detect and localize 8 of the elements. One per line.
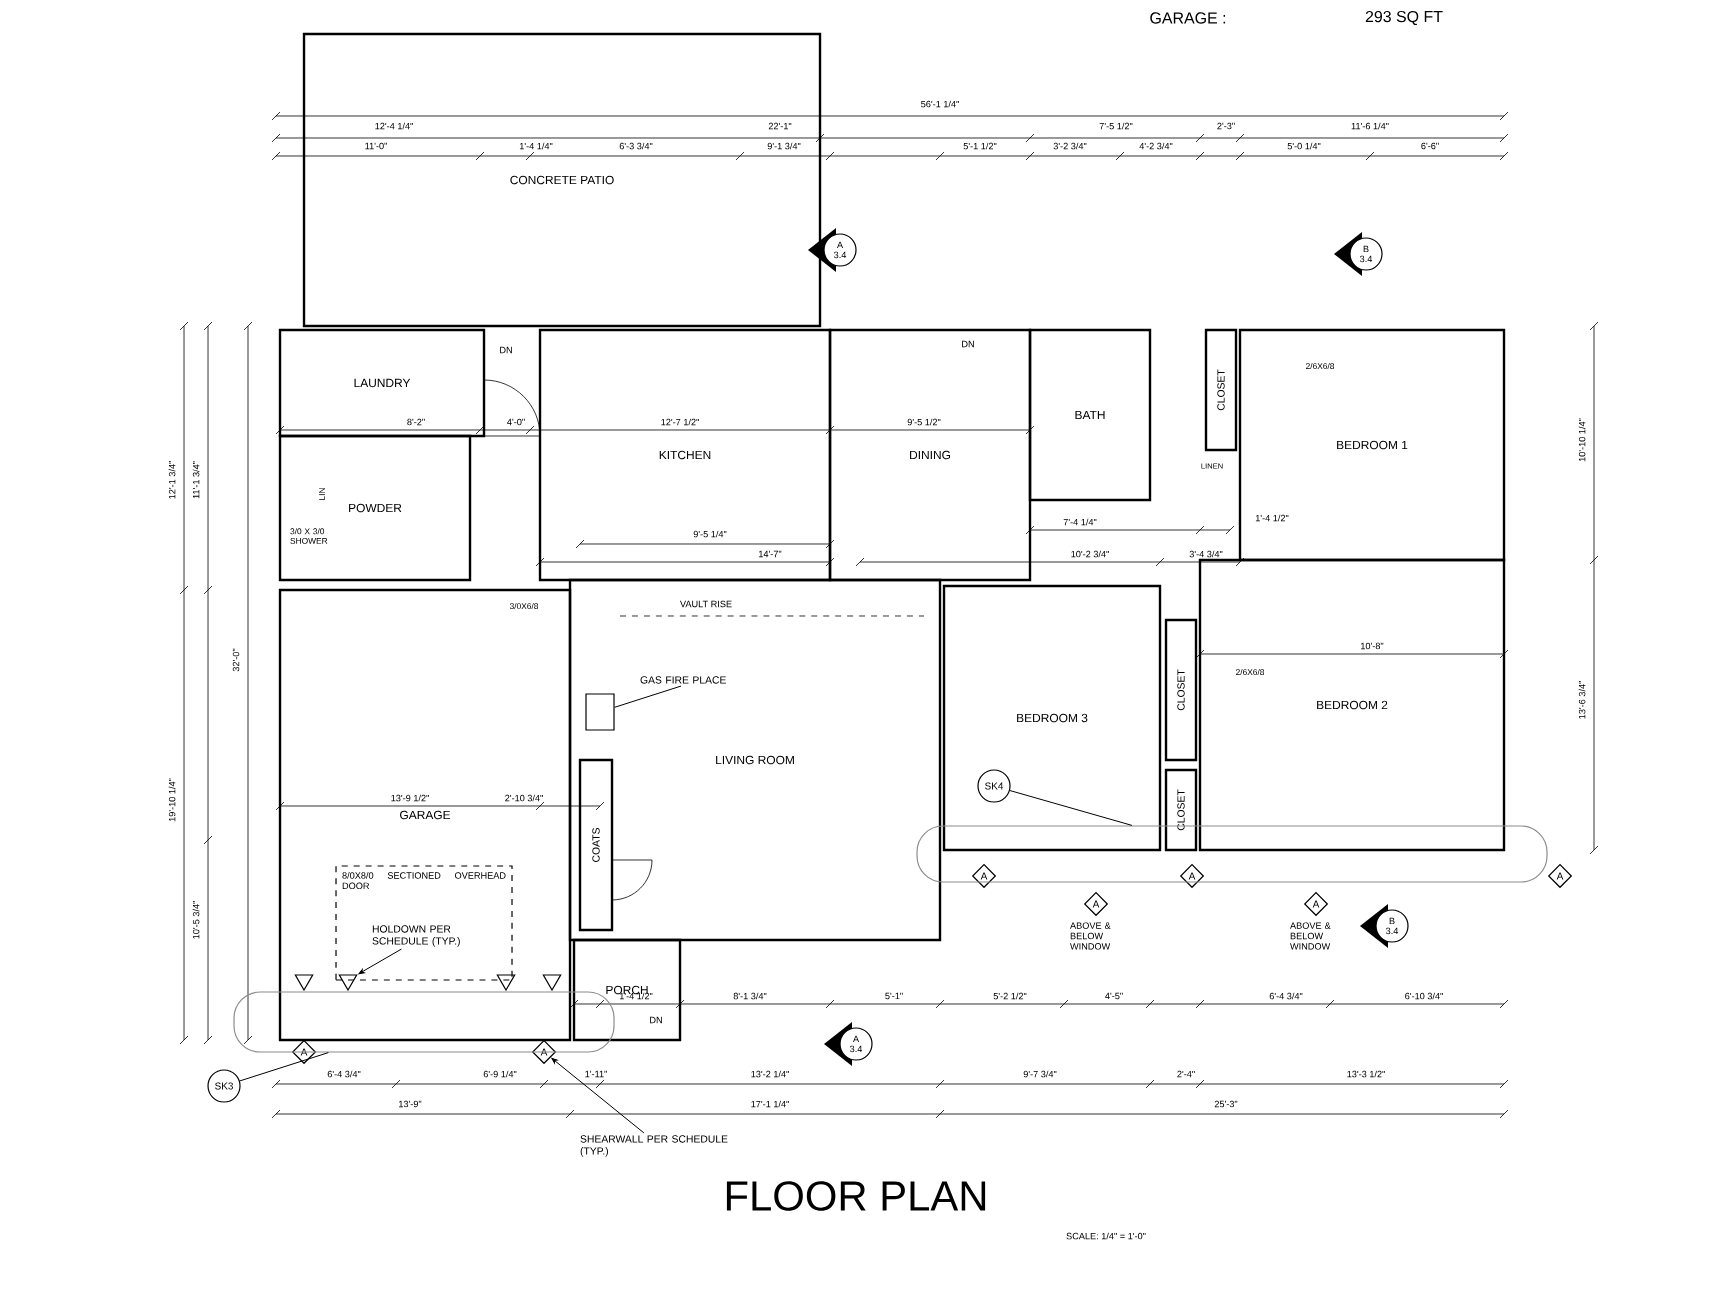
leader-line	[239, 1052, 329, 1082]
fireplace-symbol	[585, 693, 615, 731]
leader-line	[358, 948, 402, 975]
leader-line	[1009, 790, 1133, 826]
leader-line	[614, 685, 682, 708]
leader-line	[551, 1057, 645, 1134]
title: FLOOR PLAN	[726, 1181, 986, 1211]
shearwall-outline	[233, 991, 615, 1053]
